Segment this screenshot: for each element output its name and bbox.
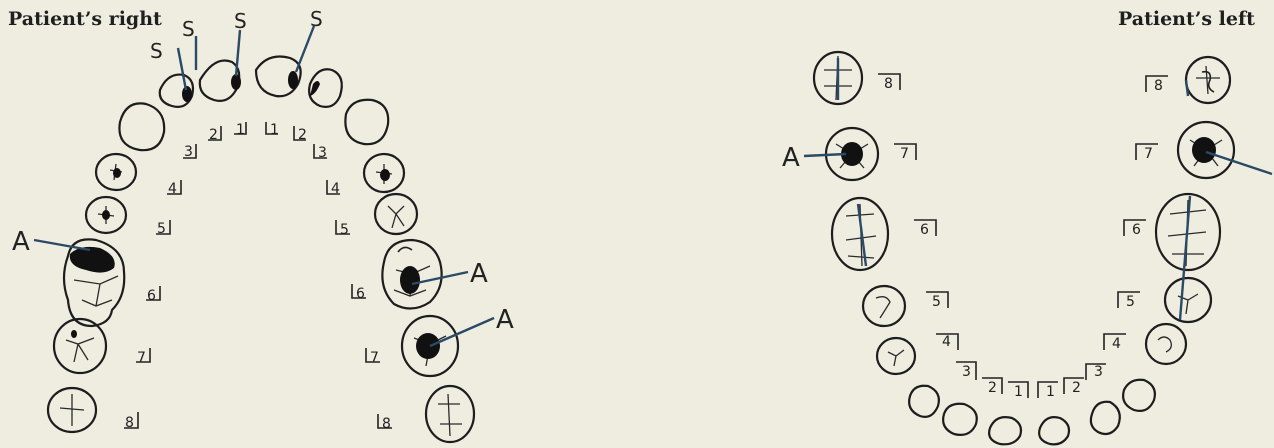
upper-left-labels: 1 2 3 4 5 6 7 8 [266,122,392,432]
label-lower-left-5: 5 [1126,294,1135,310]
upper-right-labels: 1 2 3 4 5 6 7 8 [124,122,246,431]
tooth-lower-left-3 [1123,380,1155,411]
label-upper-right-1: 1 [236,122,245,138]
lower-right-labels: 8 7 6 5 4 3 2 1 [878,74,1028,400]
tooth-lower-right-1 [989,417,1021,444]
tooth-lower-right-3 [909,386,939,417]
annotation-a-1: A [12,227,30,257]
label-lower-left-7: 7 [1144,146,1153,162]
tooth-lower-left-8 [1186,57,1230,103]
label-upper-left-5: 5 [340,222,349,238]
tooth-upper-left-2 [309,69,342,107]
tooth-lower-left-5 [1165,278,1211,322]
annotation-s-2: S [182,17,195,41]
label-upper-right-6: 6 [147,288,156,304]
annotation-a-4: A [782,143,800,173]
tooth-lower-left-2 [1091,402,1120,434]
upper-arch [48,57,474,443]
tooth-upper-left-4 [364,154,404,192]
label-lower-right-7: 7 [900,146,909,162]
label-lower-right-6: 6 [920,222,929,238]
label-lower-right-8: 8 [884,76,893,92]
label-lower-left-6: 6 [1132,222,1141,238]
annotation-a-2: A [470,259,488,289]
annotation-s-1: S [150,39,163,63]
tooth-upper-right-8 [48,388,96,432]
tooth-upper-right-7 [54,319,106,373]
tooth-upper-left-6 [382,240,441,309]
label-upper-right-7: 7 [137,350,146,366]
upper-annotations: S S S S A A A [12,7,514,346]
annotation-s-3: S [234,9,247,33]
tooth-lower-right-5 [863,286,905,326]
label-upper-left-7: 7 [370,350,379,366]
tooth-upper-left-3 [345,100,388,144]
label-lower-left-3: 3 [1094,364,1103,380]
tooth-lower-right-2 [943,404,977,435]
label-lower-left-4: 4 [1112,336,1121,352]
tooth-upper-right-1 [200,60,241,100]
tooth-upper-right-5 [86,197,126,233]
label-lower-right-5: 5 [932,294,941,310]
tooth-lower-right-4 [877,338,915,374]
annotation-s-4: S [310,7,323,31]
label-lower-left-1: 1 [1046,384,1055,400]
tooth-lower-left-4 [1146,324,1186,364]
tooth-upper-right-4 [96,154,136,190]
annotation-a-3: A [496,305,514,335]
label-upper-left-6: 6 [356,286,365,302]
tooth-lower-right-6 [832,198,888,270]
label-upper-left-1: 1 [270,122,279,138]
label-lower-left-8: 8 [1154,78,1163,94]
label-upper-left-8: 8 [382,416,391,432]
tooth-upper-right-2 [160,75,193,107]
label-lower-left-2: 2 [1072,380,1081,396]
tooth-upper-right-3 [119,103,164,150]
label-lower-right-4: 4 [942,334,951,350]
tooth-upper-left-8 [426,386,474,442]
tooth-upper-right-6 [64,239,124,326]
label-lower-right-3: 3 [962,364,971,380]
tooth-upper-left-5 [375,194,417,234]
tooth-lower-left-1 [1039,417,1069,444]
label-lower-right-1: 1 [1014,384,1023,400]
lower-arch [814,52,1234,444]
tooth-lower-left-7 [1178,122,1234,178]
tooth-upper-left-1 [256,57,301,97]
label-lower-right-2: 2 [988,380,997,396]
